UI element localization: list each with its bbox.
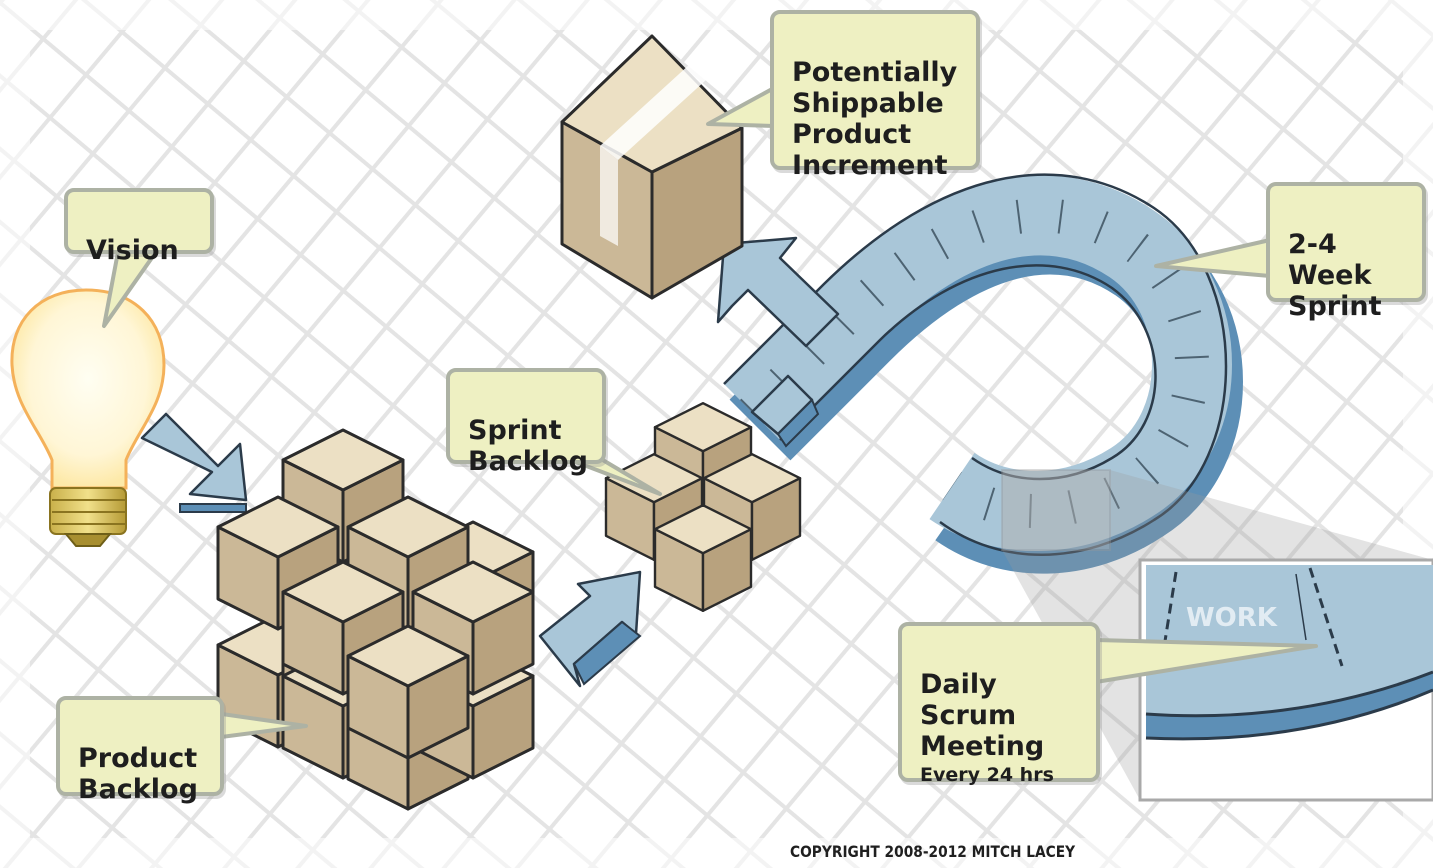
vision-callout: Vision <box>64 188 214 266</box>
increment-callout: Potentially Shippable Product Increment <box>770 10 980 181</box>
daily-scrum-frequency: Every 24 hrs <box>920 764 1054 786</box>
sprint-backlog-label: Sprint Backlog <box>468 415 588 477</box>
sprint-length-label: 2-4 Week Sprint <box>1288 229 1382 322</box>
sprint-loop <box>716 173 1243 574</box>
sprint-backlog-callout: Sprint Backlog <box>446 368 606 477</box>
sprint-length-callout: 2-4 Week Sprint <box>1266 182 1426 322</box>
copyright-notice: COPYRIGHT 2008-2012 MITCH LACEY <box>790 842 1076 861</box>
vision-label: Vision <box>86 235 179 266</box>
daily-scrum-callout: Daily Scrum Meeting Every 24 hrs <box>898 622 1100 786</box>
daily-scrum-label: Daily Scrum Meeting <box>920 669 1045 762</box>
light-bulb-icon <box>10 288 166 547</box>
vision-to-backlog-arrow <box>140 412 248 513</box>
product-backlog-callout: Product Backlog <box>56 696 224 805</box>
shipping-box-icon <box>560 34 744 300</box>
backlog-to-sprint-arrow <box>538 570 642 688</box>
magnified-inset: WORK <box>1001 469 1433 802</box>
work-label: WORK <box>1186 603 1278 633</box>
product-backlog-label: Product Backlog <box>78 743 198 805</box>
increment-label: Potentially Shippable Product Increment <box>792 57 958 181</box>
